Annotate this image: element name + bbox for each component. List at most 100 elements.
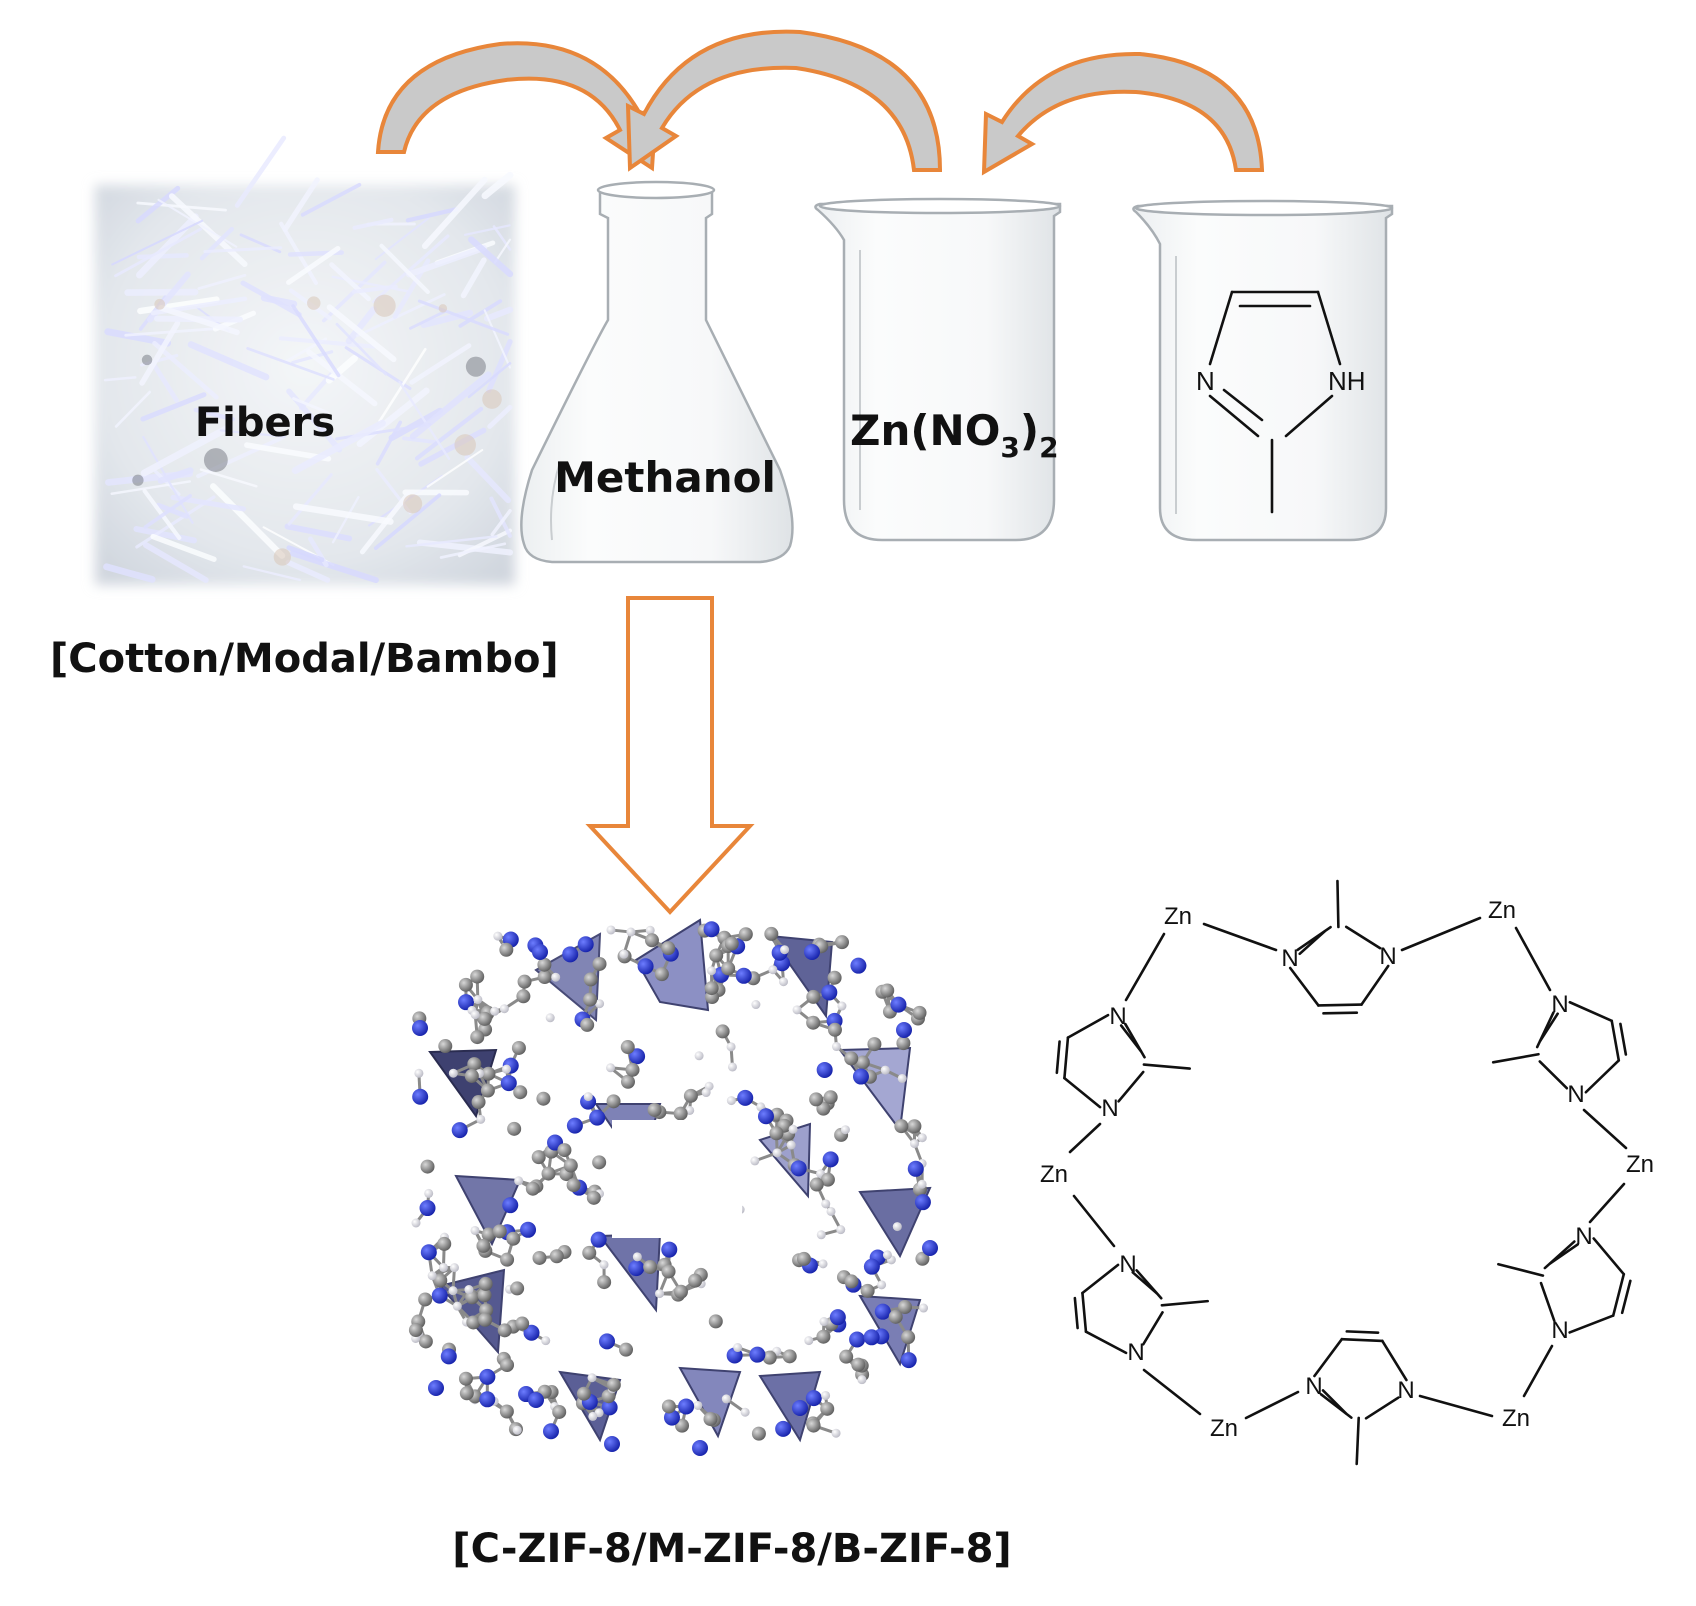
hydrogen-atom: [826, 1206, 836, 1216]
fiber-strand: [489, 496, 512, 538]
fiber-strand: [486, 339, 513, 394]
hydrogen-atom: [645, 925, 655, 935]
ring-bond: [1400, 916, 1482, 952]
nitrogen-atom: [804, 944, 820, 960]
carbon-atom: [907, 1119, 922, 1134]
hydrogen-atom: [438, 1262, 448, 1272]
hydrogen-atom: [751, 1000, 761, 1010]
carbon-atom: [834, 935, 849, 950]
carbon-atom: [688, 1273, 703, 1288]
fiber-strand: [291, 419, 386, 474]
ring-bond: [1497, 1262, 1545, 1277]
methanol-label: Methanol: [554, 453, 776, 502]
fiber-strand: [197, 273, 247, 290]
carbon-atom: [796, 1251, 811, 1266]
nitrogen-atom: [821, 984, 838, 1001]
nitrogen-atom: [598, 1333, 615, 1350]
fiber-shadow: [403, 494, 423, 514]
fiber-shadow: [154, 298, 166, 310]
nitrogen-atom: [737, 1089, 754, 1106]
fiber-strand: [157, 467, 194, 484]
hydrogen-atom: [792, 1005, 802, 1015]
ring-bond: [1084, 1330, 1128, 1355]
carbon-atom: [606, 1094, 621, 1109]
fiber-strand: [246, 347, 335, 381]
carbon-atom: [513, 1085, 528, 1100]
carbon-atom: [844, 1051, 859, 1066]
fiber-types-label: [Cotton/Modal/Bambo]: [50, 636, 559, 682]
fiber-strands: [103, 135, 514, 584]
ring-nitrogen: N: [1551, 1317, 1568, 1344]
fiber-strand: [483, 309, 512, 369]
fiber-strand: [234, 135, 287, 208]
fiber-strand: [139, 320, 181, 386]
fiber-shadow: [373, 294, 396, 317]
hydrogen-atom: [587, 1373, 597, 1383]
hydrogen-atom: [452, 1301, 462, 1311]
nitrogen-atom: [850, 957, 867, 974]
ring-bond: [1073, 1296, 1079, 1330]
hydrogen-atom: [788, 1124, 798, 1134]
hydrogen-atom: [619, 949, 629, 959]
hydrogen-atom: [821, 1390, 831, 1400]
carbon-atom: [827, 1022, 842, 1037]
fiber-strand: [203, 246, 283, 254]
arrow-imidazole-to-zinc: [981, 51, 1265, 176]
nitrogen-atom: [479, 1368, 496, 1385]
carbon-atom: [844, 1274, 859, 1289]
beaker-zinc-nitrate: [814, 197, 1062, 542]
hydrogen-atom: [892, 1222, 902, 1232]
carbon-atom: [855, 1055, 870, 1070]
ring-bond: [1538, 1012, 1559, 1043]
nitrogen-atom: [562, 946, 579, 963]
hydrogen-atom: [919, 1303, 929, 1313]
ring-bond: [1063, 1036, 1070, 1080]
fiber-strand: [374, 216, 430, 261]
nitrogen-atom: [502, 1197, 519, 1214]
imidazole-n: N: [1196, 366, 1215, 396]
fiber-shadow: [482, 389, 502, 409]
fiber-strand: [199, 226, 235, 261]
carbon-atom: [478, 1312, 493, 1327]
carbon-atom: [782, 1349, 797, 1364]
hydrogen-atom: [473, 995, 483, 1005]
fiber-strand: [409, 343, 472, 385]
nitrogen-atom: [451, 1122, 468, 1139]
ring-zinc: Zn: [1040, 1161, 1068, 1188]
beaker-methylimidazole: [1132, 199, 1394, 542]
carbon-atom: [499, 1404, 514, 1419]
zinc-nitrate-close: ): [1020, 406, 1039, 455]
carbon-atom: [477, 1288, 492, 1303]
nitrogen-atom: [500, 1075, 517, 1092]
fiber-strand: [464, 224, 511, 236]
hydrogen-atom: [595, 999, 605, 1009]
carbon-atom: [458, 1371, 473, 1386]
fiber-strand: [150, 361, 179, 403]
ring-bond: [1610, 1019, 1621, 1062]
hydrogen-atom: [910, 1139, 920, 1149]
methylimidazole-molecule: N NH: [1196, 290, 1366, 514]
carbon-atom: [661, 1264, 676, 1279]
ring-bond: [1588, 1182, 1626, 1224]
fiber-strand: [439, 542, 507, 559]
hydrogen-atom: [727, 1062, 737, 1072]
fiber-strand: [282, 177, 320, 232]
fiber-strand: [137, 296, 220, 315]
fiber-strand: [291, 304, 341, 378]
zinc-nitrate-sub2: 2: [1039, 431, 1058, 464]
carbon-atom: [683, 1088, 698, 1103]
fiber-shadow: [203, 448, 228, 472]
fibers-photo: [95, 135, 515, 585]
carbon-atom: [751, 1426, 766, 1441]
ring-bond: [1081, 1291, 1088, 1334]
fiber-strand: [417, 299, 510, 336]
fiber-strand: [114, 227, 203, 278]
ring-bond: [1317, 1003, 1363, 1007]
fibers-label: Fibers: [195, 400, 335, 446]
carbon-atom: [764, 926, 779, 941]
zif8-central-pore: [612, 1120, 742, 1238]
carbon-atom: [510, 1281, 525, 1296]
hydrogen-atom: [780, 945, 790, 955]
ring-bond: [1160, 1299, 1209, 1307]
fiber-shadow: [141, 354, 153, 366]
